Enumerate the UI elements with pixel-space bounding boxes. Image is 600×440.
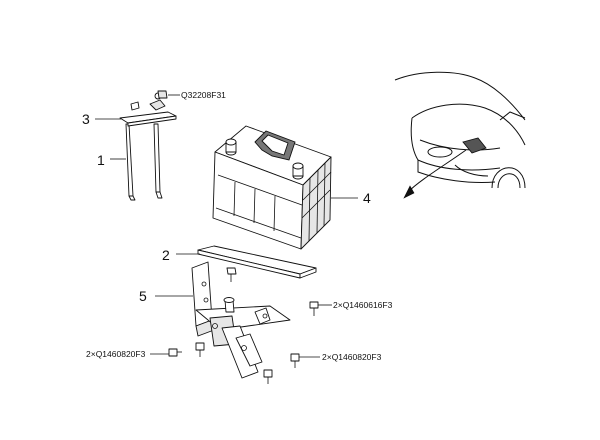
bolt-q1460616f3 bbox=[309, 301, 319, 316]
part-5-battery-bracket bbox=[191, 261, 291, 379]
battery-location-highlight bbox=[462, 137, 487, 154]
part-2-tray-pad bbox=[197, 245, 317, 279]
callout-1: 1 bbox=[97, 152, 105, 168]
part-number-bolt-left: 2×Q1460820F3 bbox=[86, 349, 146, 359]
callout-4: 4 bbox=[363, 190, 371, 206]
vehicle-location-inset bbox=[394, 71, 526, 199]
part-number-bolt-right-upper: 2×Q1460616F3 bbox=[333, 300, 393, 310]
bolt-q1460820f3-right bbox=[290, 353, 300, 368]
part-number-nut-top: Q32208F31 bbox=[181, 90, 226, 100]
callout-2: 2 bbox=[162, 247, 170, 263]
nut-q32208f31: Q32208F31 bbox=[157, 90, 226, 100]
part-number-bolt-right-lower: 2×Q1460820F3 bbox=[322, 352, 382, 362]
bolt-bracket-bottom bbox=[263, 369, 273, 384]
battery-terminal-positive bbox=[225, 138, 237, 156]
part-1-hold-down-rods bbox=[125, 123, 163, 201]
bolt-left-q1460820f3 bbox=[168, 348, 182, 357]
part-4-battery bbox=[212, 125, 332, 250]
bolt-bracket-lower-left bbox=[195, 342, 205, 357]
bolt-tray-top bbox=[226, 267, 237, 282]
battery-terminal-negative bbox=[292, 162, 304, 180]
callout-3: 3 bbox=[82, 111, 90, 127]
part-3-hold-down-bracket bbox=[119, 92, 177, 127]
callout-5: 5 bbox=[139, 288, 147, 304]
